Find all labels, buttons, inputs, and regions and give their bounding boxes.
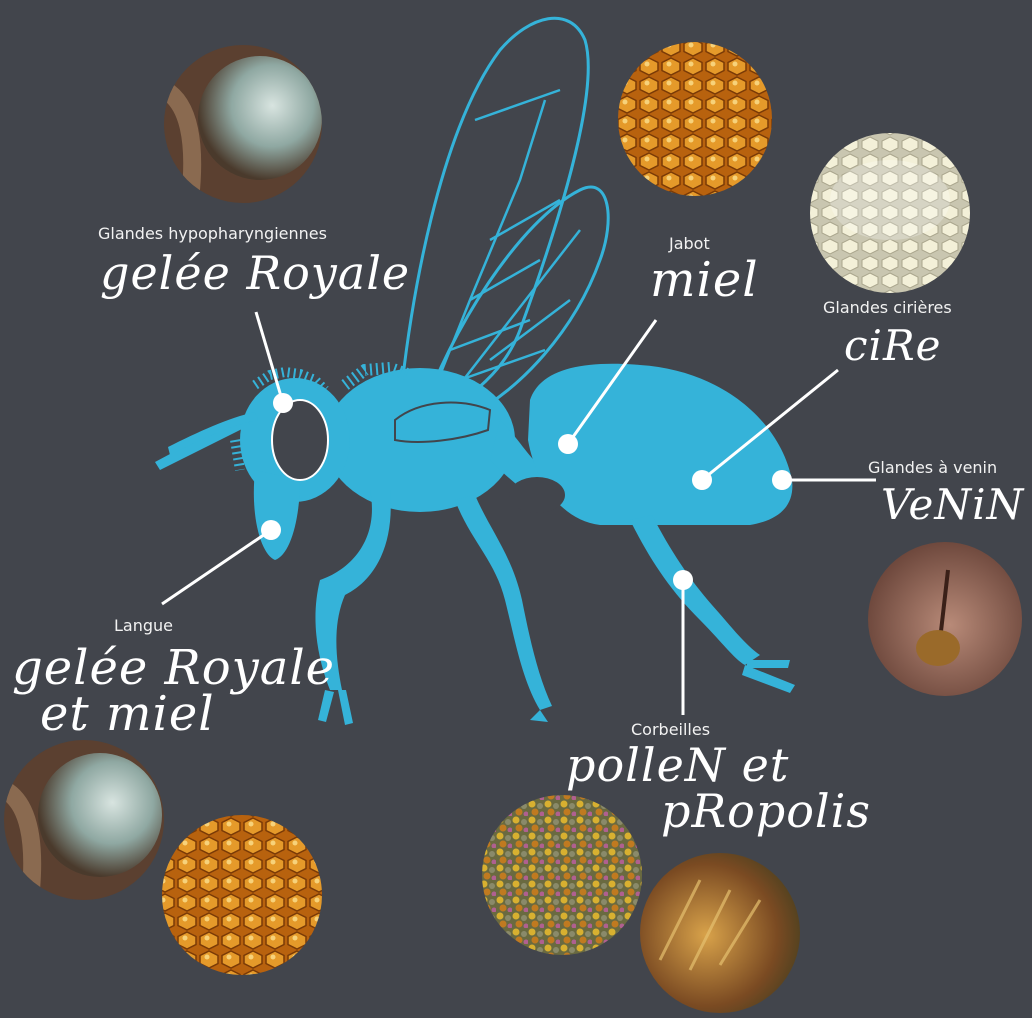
venom-sting-photo xyxy=(865,540,1032,710)
label-royal-jelly-2: gelée Royale xyxy=(12,644,335,692)
honey-comb-photo-2 xyxy=(160,812,330,982)
label-wax-glands: Glandes cirières xyxy=(823,298,952,317)
label-venom-glands: Glandes à venin xyxy=(868,458,997,477)
dot-wax-glands xyxy=(692,470,712,490)
royal-jelly-photo-2 xyxy=(0,740,170,910)
pollen-photo xyxy=(480,792,650,962)
dot-tongue xyxy=(261,520,281,540)
label-royal-jelly-1: gelée Royale xyxy=(100,250,410,296)
label-hypopharyngeal-glands: Glandes hypopharyngiennes xyxy=(98,224,327,243)
label-jabot: Jabot xyxy=(669,234,710,253)
waist-gap xyxy=(509,477,565,513)
propolis-photo xyxy=(638,850,808,1018)
label-propolis: pRopolis xyxy=(661,788,871,834)
label-baskets: Corbeilles xyxy=(631,720,710,739)
honey-comb-photo xyxy=(610,35,780,205)
label-honey: miel xyxy=(650,256,759,304)
label-tongue: Langue xyxy=(114,616,173,635)
label-venom: VeNiN xyxy=(881,484,1024,526)
wax-comb-photo xyxy=(805,130,975,300)
dot-jabot xyxy=(558,434,578,454)
dot-venom-glands xyxy=(772,470,792,490)
label-wax: ciRe xyxy=(844,325,941,367)
label-pollen-and: polleN et xyxy=(566,742,789,788)
dot-hypopharyngeal xyxy=(273,393,293,413)
dot-baskets xyxy=(673,570,693,590)
label-and-honey: et miel xyxy=(40,690,215,738)
royal-jelly-photo xyxy=(160,40,330,210)
